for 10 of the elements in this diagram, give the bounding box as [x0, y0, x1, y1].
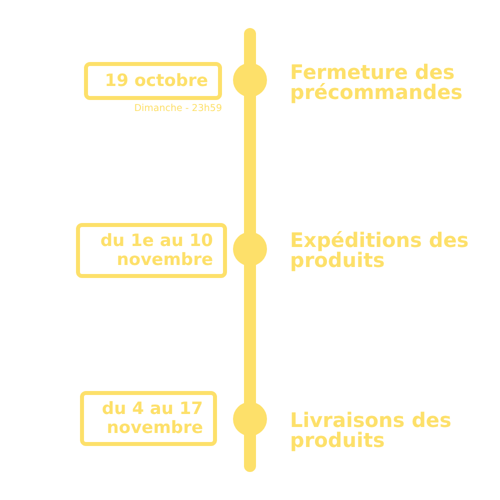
event-title: Fermeture des précommandes — [290, 62, 464, 102]
date-box — [84, 62, 222, 100]
date-box — [76, 223, 227, 278]
date-text: du 4 au 17 novembre — [100, 400, 203, 438]
event-title: Livraisons des produits — [290, 410, 452, 450]
date-box — [80, 391, 217, 446]
event-title: Expéditions des produits — [290, 230, 470, 270]
date-text: 19 octobre — [104, 72, 208, 90]
time-note: Dimanche - 23h59 — [134, 103, 222, 114]
date-text: du 1e au 10 novembre — [99, 232, 213, 270]
